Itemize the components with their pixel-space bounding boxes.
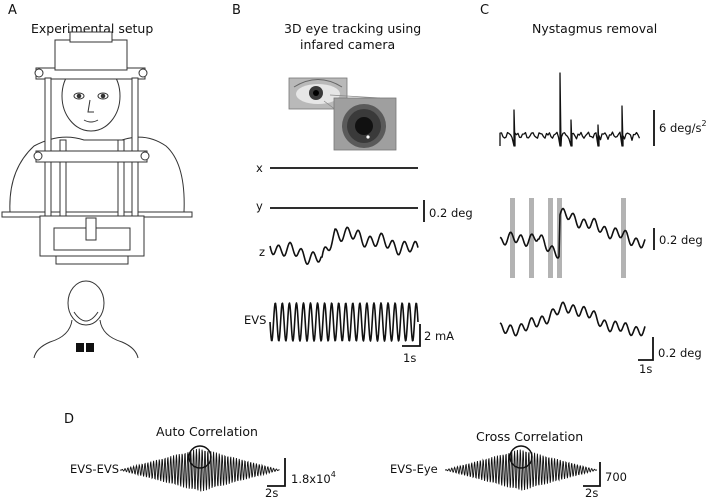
scalebar-d-cross-label: 700 [605,470,627,484]
neck-electrodes-illustration [33,280,139,359]
scalebar-d-auto-label: 1.8x104 [291,470,336,486]
trace-z [269,226,419,265]
cross-correlation-label: EVS-Eye [390,462,438,476]
trace-label-x: x [256,161,263,175]
panel-b-title-line2: infared camera [300,37,395,52]
highlight-bar [621,198,626,278]
scalebar-c-deg-mid-label: 0.2 deg [659,233,703,247]
highlight-bar [529,198,534,278]
scalebar-c-deg-bottom-label: 0.2 deg [658,346,702,360]
trace-label-evs: EVS [244,313,266,327]
panel-label-d: D [64,412,74,427]
eye-photo-zoomed [333,97,397,151]
auto-correlation-trace [119,448,280,492]
scalebar-c-accel-label: 6 deg/s2 [659,119,707,135]
panel-label-b: B [232,3,241,18]
highlight-bar [548,198,553,278]
scalebar-b-current-time [402,324,421,347]
trace-evs [269,302,419,342]
scalebar-d-cross [583,462,601,487]
scalebar-b-deg-label: 0.2 deg [429,206,473,220]
trace-position-clean [499,301,646,337]
auto-correlation-peak-circle [188,445,212,469]
panel-label-a: A [8,3,17,18]
panel-a-title: Experimental setup [31,21,153,36]
scalebar-c-accel-exp: 2 [702,119,707,128]
scalebar-b-time-label: 1s [403,351,416,365]
highlight-bar [510,198,515,278]
scalebar-d-auto-time: 2s [265,486,278,498]
scalebar-c-deg-time [638,337,654,361]
auto-correlation-label: EVS-EVS [70,462,119,476]
trace-label-z: z [259,245,265,259]
cross-correlation-trace [445,449,597,491]
scalebar-d-auto [267,458,286,487]
trace-acceleration [499,72,641,147]
scalebar-d-cross-time: 2s [585,486,598,498]
trace-label-y: y [256,199,263,213]
panel-b-title-line1: 3D eye tracking using [284,21,421,36]
electrode-left [76,343,84,352]
setup-illustration [1,31,193,265]
electrode-right [86,343,94,352]
auto-correlation-title: Auto Correlation [156,424,258,439]
scalebar-b-current-label: 2 mA [424,329,454,343]
trace-position-raw [499,207,646,259]
panel-label-c: C [480,3,489,18]
cross-correlation-peak-circle [509,445,533,469]
cross-correlation-title: Cross Correlation [476,429,583,444]
scalebar-d-auto-exp: 4 [331,470,336,479]
panel-c-title: Nystagmus removal [532,21,657,36]
scalebar-c-time-label: 1s [639,362,652,376]
